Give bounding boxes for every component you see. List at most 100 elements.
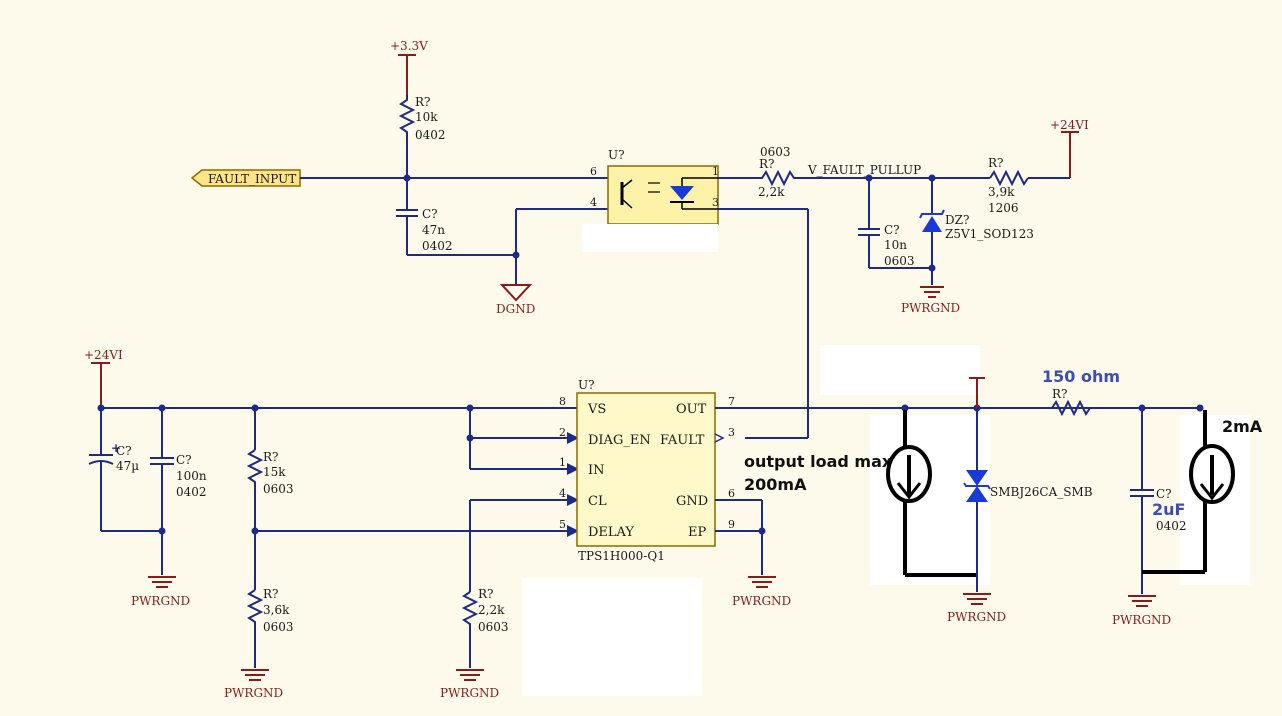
svg-text:6: 6 [728,487,735,500]
svg-text:R?: R? [988,156,1003,170]
load-annotation-2: 200mA [744,475,807,494]
r39k-resistor: R? 3,9k 1206 [988,156,1029,215]
svg-text:DGND: DGND [496,302,535,316]
svg-text:0603: 0603 [884,254,915,268]
svg-text:3,9k: 3,9k [988,185,1015,199]
svg-text:2uF: 2uF [1152,500,1185,519]
svg-text:R?: R? [263,587,278,601]
svg-text:10k: 10k [415,110,438,124]
svg-text:6: 6 [590,165,597,178]
c100n-capacitor: C? 100n 0402 [150,408,207,531]
svg-text:Z5V1_SOD123: Z5V1_SOD123 [945,227,1034,241]
svg-text:0603: 0603 [478,620,509,634]
svg-text:+: + [111,441,121,455]
c2u-capacitor: C? 2uF 0402 [1130,408,1187,594]
v33-rail: +3.3V [390,39,428,95]
v24-top-label: +24VI [1050,118,1089,132]
load-annotation-1: output load max [744,452,893,471]
svg-text:15k: 15k [263,465,286,479]
v24-left-rail: +24VI [84,348,123,408]
current-annotation: 2mA [1222,417,1263,436]
svg-text:DZ?: DZ? [945,213,969,227]
ohm-annotation: 150 ohm [1042,367,1120,386]
svg-text:47n: 47n [422,223,445,237]
svg-text:U?: U? [578,378,595,392]
svg-text:C?: C? [884,223,900,237]
svg-text:C?: C? [422,207,438,221]
pwrgnd-r36-symbol: PWRGND [224,669,283,700]
svg-text:R?: R? [1052,387,1067,401]
svg-text:FAULT: FAULT [660,433,705,448]
svg-text:2,2k: 2,2k [478,603,505,617]
svg-text:47µ: 47µ [116,459,139,473]
svg-text:3,6k: 3,6k [263,603,290,617]
svg-text:0603: 0603 [263,620,294,634]
r15k-resistor: R? 15k 0603 [246,408,294,496]
svg-text:0402: 0402 [415,128,446,142]
svg-text:CL: CL [588,494,607,509]
svg-text:PWRGND: PWRGND [440,686,499,700]
zener-diode: DZ? Z5V1_SOD123 [919,178,1034,268]
svg-text:IN: IN [588,463,605,478]
pwrgnd-c47-symbol: PWRGND [131,576,190,608]
svg-text:100n: 100n [176,469,207,483]
svg-text:SMBJ26CA_SMB: SMBJ26CA_SMB [990,485,1093,499]
svg-text:R?: R? [415,95,430,109]
fault-input-port: FAULT_INPUT [190,169,301,187]
svg-text:OUT: OUT [676,402,707,417]
svg-text:TPS1H000-Q1: TPS1H000-Q1 [578,549,665,563]
svg-text:DELAY: DELAY [588,525,634,540]
svg-text:DIAG_EN: DIAG_EN [588,433,651,448]
pwrgnd-ic-symbol: PWRGND [732,576,791,608]
r10k-resistor: R? 10k 0402 [398,95,446,142]
svg-text:VS: VS [587,402,606,417]
svg-text:9: 9 [728,518,735,531]
svg-text:PWRGND: PWRGND [901,301,960,315]
svg-text:0603: 0603 [760,145,791,159]
svg-text:+24VI: +24VI [84,348,123,362]
svg-text:PWRGND: PWRGND [224,686,283,700]
svg-text:C?: C? [116,444,132,458]
svg-text:1: 1 [559,456,566,469]
dgnd-symbol: DGND [496,284,535,316]
pwrgnd-r22-symbol: PWRGND [440,669,499,700]
c47u-capacitor: + C? 47µ [88,408,139,531]
svg-text:1206: 1206 [988,201,1019,215]
svg-text:3: 3 [728,426,735,439]
svg-text:2,2k: 2,2k [758,185,785,199]
r22k-top-resistor: 0603 R? 2,2k [758,145,800,199]
svg-text:R?: R? [263,450,278,464]
v33-label: +3.3V [390,39,428,53]
svg-text:EP: EP [688,525,706,540]
svg-text:C?: C? [1156,487,1172,501]
svg-text:7: 7 [728,395,735,408]
right-current-source [1142,410,1235,574]
r36k-resistor: R? 3,6k 0603 [246,587,294,668]
optocoupler: U? 6 4 1 3 [582,148,719,252]
c10n-capacitor: C? 10n 0603 [858,178,915,268]
svg-text:U?: U? [608,148,625,162]
svg-text:8: 8 [559,395,566,408]
svg-text:1: 1 [712,165,719,178]
tvs-diode: SMBJ26CA_SMB [963,408,1093,592]
rload-resistor: R? [1051,387,1091,417]
r22k-bottom-resistor: R? 2,2k 0603 [461,587,509,668]
svg-text:PWRGND: PWRGND [131,594,190,608]
svg-text:0402: 0402 [176,485,207,499]
svg-text:5: 5 [559,518,566,531]
svg-text:0603: 0603 [263,482,294,496]
tps1h000-ic: U? 8 2 1 4 5 VS DIAG_EN IN CL DELAY OUT … [559,378,735,563]
svg-text:10n: 10n [884,238,907,252]
svg-text:PWRGND: PWRGND [732,594,791,608]
load-current-source [886,410,977,577]
svg-text:2: 2 [559,426,566,439]
svg-text:R?: R? [478,587,493,601]
c47n-capacitor: C? 47n 0402 [396,178,453,255]
svg-text:GND: GND [676,494,708,509]
svg-text:PWRGND: PWRGND [947,610,1006,624]
svg-text:C?: C? [176,453,192,467]
svg-text:3: 3 [712,196,719,209]
svg-text:0402: 0402 [422,239,453,253]
pwrgnd-tvs-symbol: PWRGND [947,593,1006,624]
